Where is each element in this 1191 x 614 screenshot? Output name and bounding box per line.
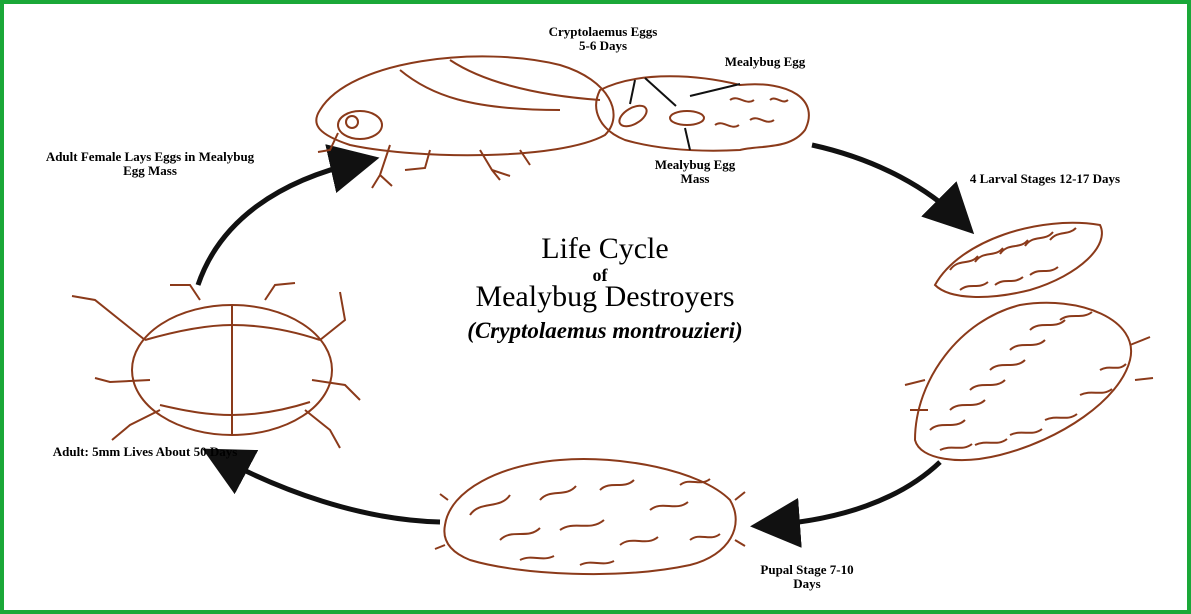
adult-beetle-illustration <box>72 283 360 448</box>
label-pupal-stage: Pupal Stage 7-10 Days <box>752 563 862 591</box>
label-mealybug-egg-mass: Mealybug Egg Mass <box>640 158 750 186</box>
diagram-scientific-name: (Cryptolaemus montrouzieri) <box>380 318 830 344</box>
label-adult-female-lays-eggs: Adult Female Lays Eggs in Mealybug Egg M… <box>40 150 260 178</box>
egg-laying-beetle-illustration <box>316 56 613 188</box>
label-larval-stages: 4 Larval Stages 12-17 Days <box>960 172 1130 186</box>
larva-large-illustration <box>905 303 1153 460</box>
label-mealybug-egg: Mealybug Egg <box>720 55 810 69</box>
arrow-eggs-to-larvae <box>812 145 960 220</box>
egg-mass-illustration <box>596 76 809 150</box>
diagram-title-line1: Life Cycle <box>480 232 730 266</box>
larva-small-illustration <box>935 223 1102 297</box>
label-cryptolaemus-eggs: Cryptolaemus Eggs 5-6 Days <box>543 25 663 53</box>
arrow-pupa-to-adult <box>220 458 440 522</box>
label-adult: Adult: 5mm Lives About 50 Days <box>50 445 240 459</box>
diagram-title-line3: Mealybug Destroyers <box>390 280 820 314</box>
pupa-illustration <box>435 459 745 574</box>
arrow-adult-to-laying <box>198 162 360 285</box>
arrow-larvae-to-pupa <box>770 462 940 525</box>
